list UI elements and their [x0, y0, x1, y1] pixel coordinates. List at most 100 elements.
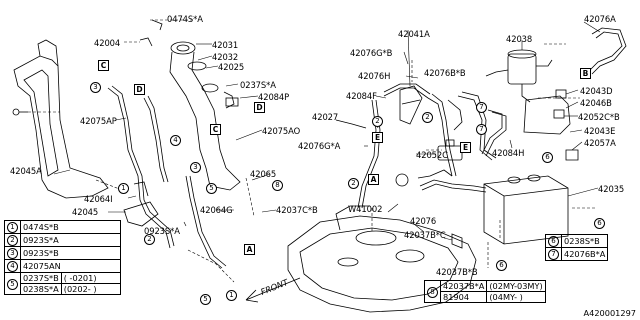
legend-part: 42075AN	[20, 259, 121, 273]
legend-row: 6 0238S*B	[545, 234, 609, 248]
label-42076: 42076	[410, 216, 437, 226]
legend-row: 3 0923S*B	[4, 246, 121, 260]
legend-row: 2 0923S*A	[4, 233, 121, 247]
legend-part: 0238S*B	[560, 234, 609, 248]
legend-row: 1 0474S*B	[4, 220, 121, 234]
ref-circle-5-b: 5	[200, 294, 211, 305]
label-42045A: 42045A	[10, 166, 42, 176]
sensor-bracket	[523, 89, 579, 161]
label-42076BB-top: 42076B*B	[424, 68, 466, 78]
hose-42076B	[447, 99, 507, 157]
bracket-lower-left	[123, 181, 159, 227]
callout-e-left: E	[372, 132, 383, 143]
label-42041A: 42041A	[398, 29, 430, 39]
legend-part: 0238S*A	[20, 283, 62, 295]
legend-row: 81904 (04MY- )	[425, 291, 546, 303]
label-0474SA: 0474S*A	[167, 14, 203, 24]
callout-d-right: D	[254, 102, 265, 113]
ref-circle-2-b: 2	[348, 178, 359, 189]
legend-row: 7 42076B*A	[545, 247, 609, 261]
label-42032: 42032	[212, 52, 239, 62]
label-42037BC: 42037B*C	[404, 230, 446, 240]
label-42025: 42025	[218, 62, 245, 72]
label-42037BB: 42037B*B	[436, 267, 478, 277]
ref-circle-2-c: 2	[422, 112, 433, 123]
label-42043D: 42043D	[580, 86, 613, 96]
legend-table-right-small: 6 0238S*B 7 42076B*A	[545, 234, 609, 261]
screw-left	[12, 108, 28, 116]
heat-shield-drawing	[13, 39, 109, 199]
label-42084F: 42084F	[346, 91, 377, 101]
label-42075AP: 42075AP	[80, 116, 117, 126]
central-hoses	[335, 83, 457, 209]
leader-lines-solid	[53, 21, 601, 241]
valve-42052C	[437, 139, 463, 161]
ref-circle-7-a: 7	[476, 102, 487, 113]
ref-circle-6-b: 6	[594, 218, 605, 229]
label-42052C: 42052C	[416, 150, 448, 160]
ref-circle-6-a: 6	[542, 152, 553, 163]
hose-42076A	[589, 27, 627, 75]
legend-part: 42037B*A	[439, 280, 488, 292]
legend-num: 2	[7, 235, 18, 246]
purge-valve	[485, 49, 553, 103]
label-42064I: 42064I	[84, 194, 113, 204]
label-42043E: 42043E	[584, 126, 616, 136]
front-arrow	[245, 277, 301, 303]
label-W41002: W41002	[348, 204, 383, 214]
legend-note: (04MY- )	[486, 291, 546, 303]
callout-c-top: C	[98, 60, 109, 71]
legend-note: (0202- )	[60, 283, 121, 295]
legend-num: 3	[7, 248, 18, 259]
legend-row: 8 42037B*A (02MY-03MY)	[424, 280, 546, 303]
label-42031: 42031	[212, 40, 239, 50]
legend-part: 0474S*B	[20, 220, 121, 234]
label-0237SA: 0237S*A	[240, 80, 276, 90]
ref-circle-2-a: 2	[144, 234, 155, 245]
legend-num: 7	[548, 249, 559, 260]
bracket-42041A	[399, 85, 423, 125]
legend-table-left: 1 0474S*B 2 0923S*A 3 0923S*B 4 42075AN …	[4, 220, 121, 295]
label-42057A: 42057A	[584, 138, 616, 148]
legend-num: 5	[7, 278, 18, 290]
label-42076A: 42076A	[584, 14, 616, 24]
cap-screw	[151, 19, 163, 31]
label-42084P: 42084P	[258, 92, 290, 102]
label-42004: 42004	[94, 38, 121, 48]
ref-circle-6-c: 6	[496, 260, 507, 271]
label-42075AO: 42075AO	[262, 126, 301, 136]
legend-num: 8	[427, 286, 438, 298]
callout-c-mid: C	[210, 124, 221, 135]
legend-part: 0923S*A	[20, 233, 121, 247]
legend-note: ( -0201)	[60, 272, 121, 284]
legend-table-right-big: 8 42037B*A (02MY-03MY) 81904 (04MY- )	[424, 280, 546, 303]
leader-lines-dashed	[28, 19, 596, 283]
clip-42037BC	[451, 233, 463, 249]
ref-circle-1-a: 1	[118, 183, 129, 194]
ref-circle-4: 4	[170, 135, 181, 146]
legend-note: (02MY-03MY)	[486, 280, 546, 292]
label-42046B: 42046B	[580, 98, 612, 108]
label-42076GB: 42076G*B	[350, 48, 393, 58]
callout-a-center: A	[368, 174, 379, 185]
label-42035: 42035	[598, 184, 625, 194]
label-42038: 42038	[506, 34, 533, 44]
clip-42004	[139, 37, 153, 47]
legend-num: 1	[7, 222, 18, 233]
legend-part: 81904	[439, 291, 488, 303]
label-42027: 42027	[312, 112, 339, 122]
legend-part: 42076B*A	[560, 247, 609, 261]
catalog-number: A420001297	[583, 308, 636, 318]
label-42045: 42045	[72, 207, 99, 217]
filler-neck-drawing	[169, 41, 241, 191]
ref-circle-3-b: 3	[190, 162, 201, 173]
label-42064G: 42064G	[200, 205, 233, 215]
legend-num: 6	[548, 236, 559, 247]
legend-row: 0238S*A (0202- )	[5, 283, 121, 295]
label-0923SA: 0923S*A	[144, 226, 180, 236]
ref-circle-3: 3	[90, 82, 101, 93]
ref-circle-1-b: 1	[226, 290, 237, 301]
legend-row: 5 0237S*B ( -0201)	[4, 272, 121, 295]
